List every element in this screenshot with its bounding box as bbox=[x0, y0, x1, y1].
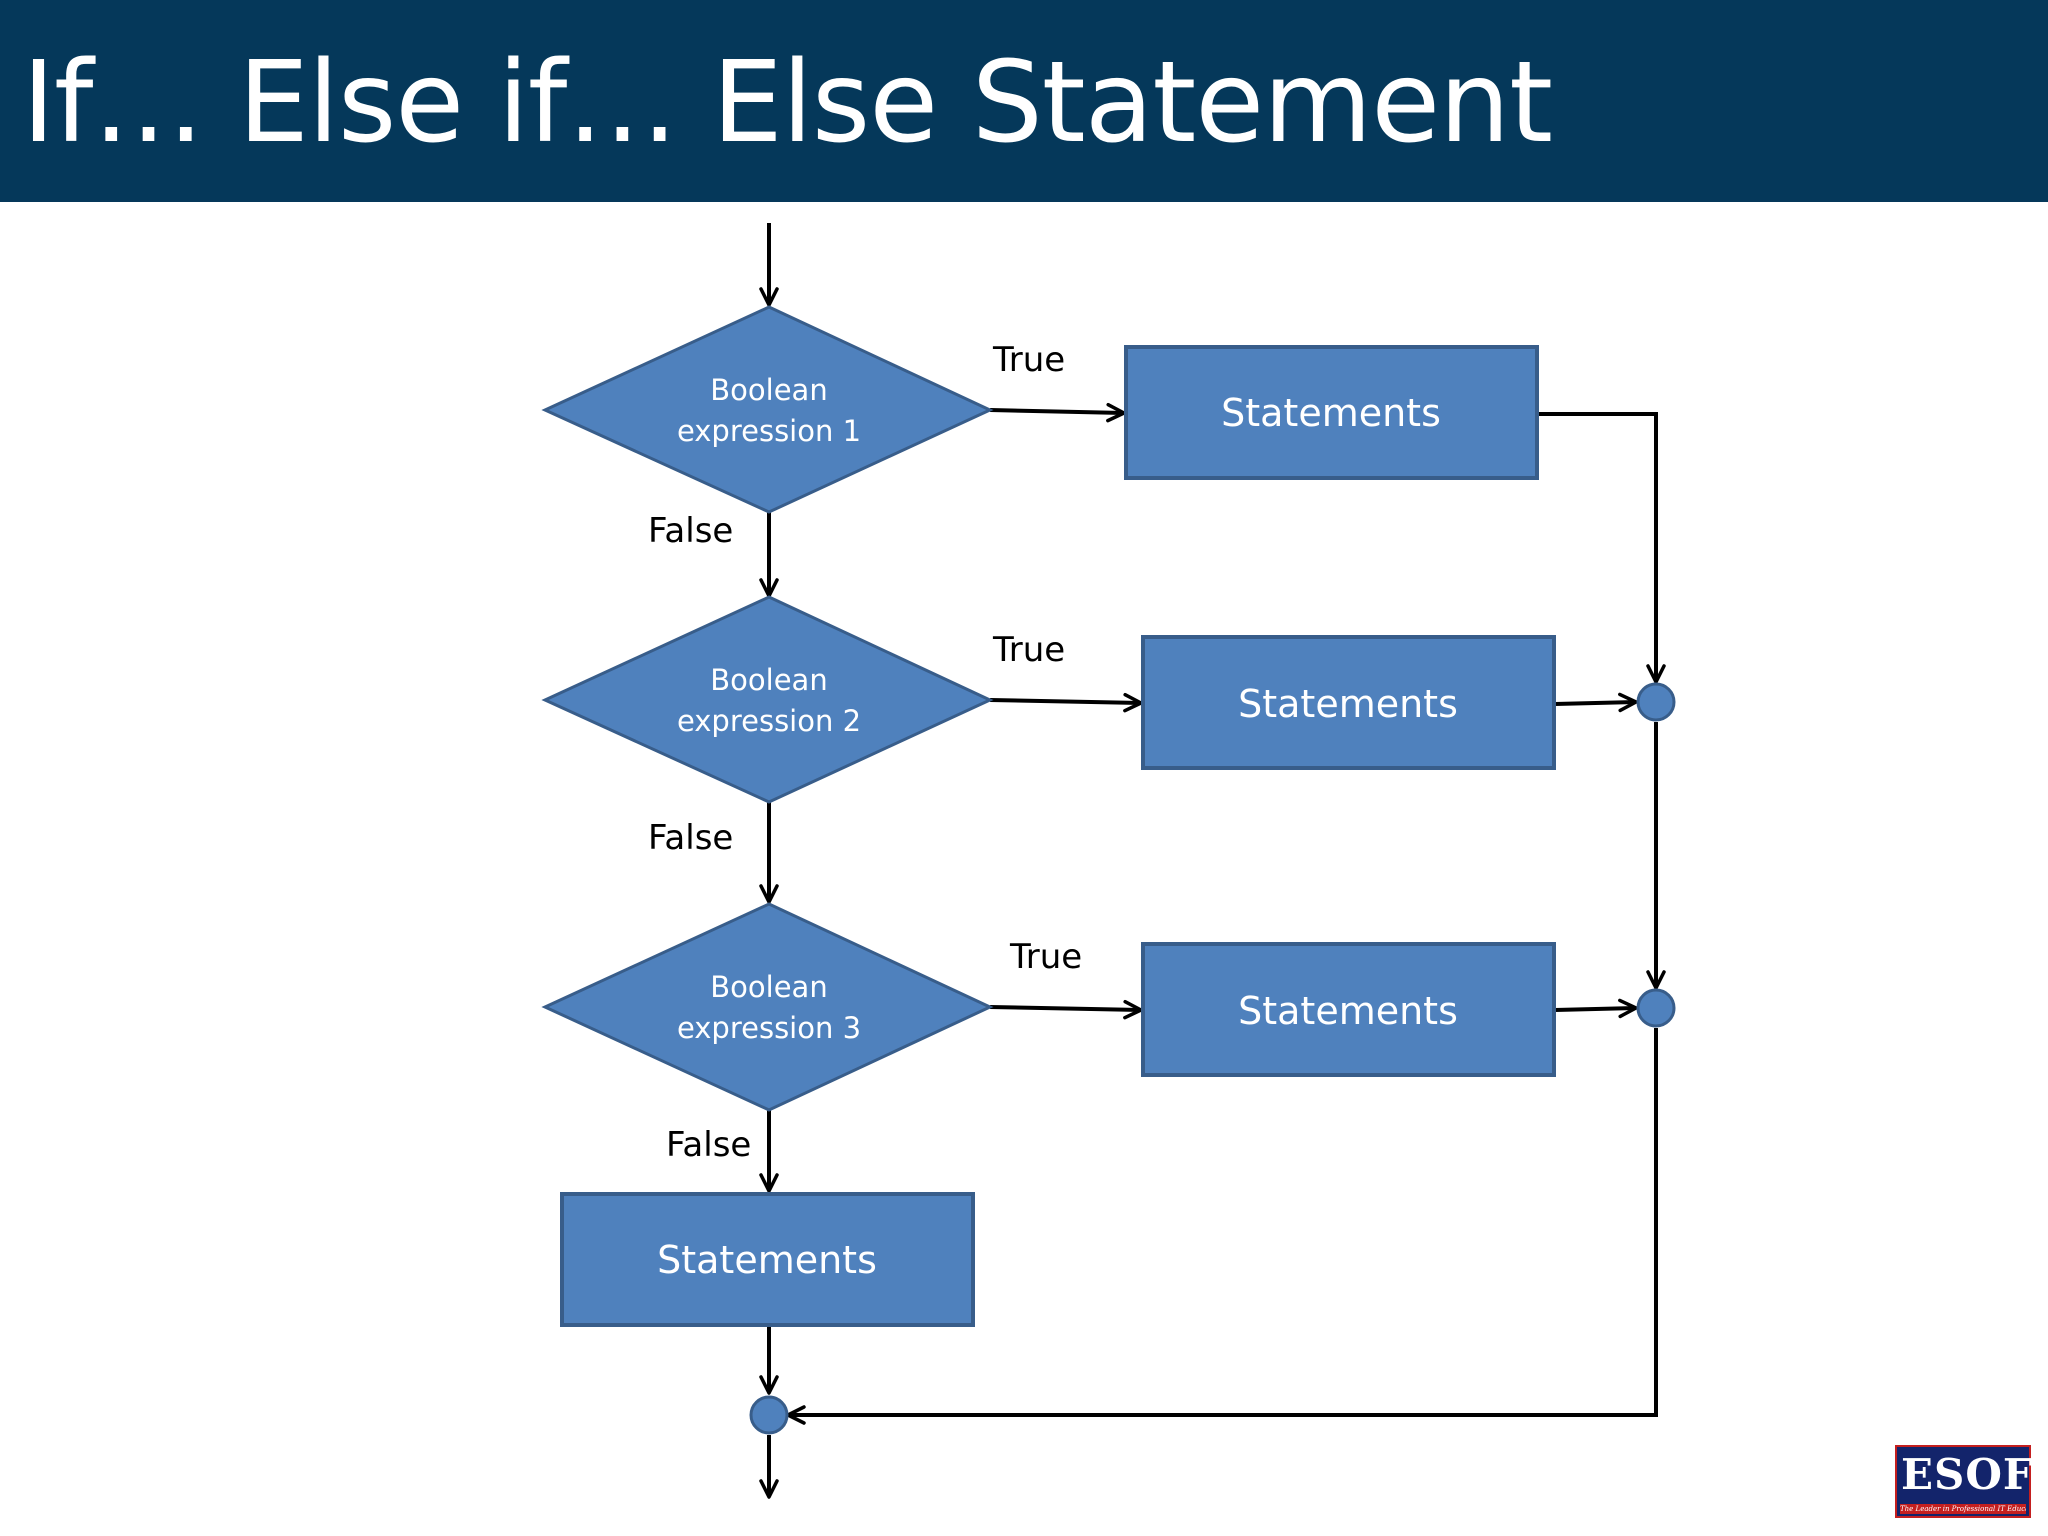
true-arrow-2 bbox=[989, 692, 1143, 713]
merge-path-1 bbox=[1538, 412, 1666, 684]
true-label-2: True bbox=[992, 630, 1065, 670]
decision-2-line1: Boolean bbox=[710, 663, 827, 697]
statements-3-label: Statements bbox=[1238, 989, 1458, 1033]
statements-box-1: Statements bbox=[1124, 345, 1539, 480]
decision-3-line1: Boolean bbox=[710, 970, 827, 1004]
false-label-2: False bbox=[648, 818, 733, 858]
decision-1: Boolean expression 1 bbox=[541, 305, 994, 514]
decision-diamond-1 bbox=[541, 305, 994, 514]
statements-box-3: Statements bbox=[1141, 942, 1556, 1077]
statements-2-label: Statements bbox=[1238, 682, 1458, 726]
merge-point-1 bbox=[1636, 682, 1676, 722]
merge-arrow-3 bbox=[1554, 998, 1638, 1019]
false-label-3: False bbox=[666, 1125, 751, 1165]
true-label-3: True bbox=[1009, 937, 1082, 977]
page-title: If… Else if… Else Statement bbox=[22, 38, 1553, 168]
statements-else-label: Statements bbox=[657, 1238, 877, 1282]
false-label-1: False bbox=[648, 511, 733, 551]
decision-2: Boolean expression 2 bbox=[541, 595, 994, 804]
decision-3-line2: expression 3 bbox=[677, 1011, 861, 1045]
decision-3: Boolean expression 3 bbox=[541, 902, 994, 1112]
true-arrow-3 bbox=[989, 999, 1143, 1020]
merge-point-final bbox=[749, 1395, 789, 1435]
merge-arrow-2 bbox=[1554, 692, 1638, 713]
decision-2-line2: expression 2 bbox=[677, 704, 861, 738]
decision-diamond-3 bbox=[541, 902, 994, 1112]
decision-1-line1: Boolean bbox=[710, 373, 827, 407]
decision-diamond-2 bbox=[541, 595, 994, 804]
statements-box-else: Statements bbox=[560, 1192, 975, 1327]
title-bar: If… Else if… Else Statement bbox=[0, 0, 2048, 202]
statements-box-2: Statements bbox=[1141, 635, 1556, 770]
statements-1-label: Statements bbox=[1221, 391, 1441, 435]
connectors bbox=[759, 223, 1666, 1499]
logo-tagline: The Leader in Professional IT Education bbox=[1900, 1504, 2026, 1514]
true-arrow-1 bbox=[989, 402, 1126, 423]
merge-point-2 bbox=[1636, 988, 1676, 1028]
merge-return-path bbox=[786, 1028, 1658, 1425]
true-label-1: True bbox=[992, 340, 1065, 380]
decision-1-line2: expression 1 bbox=[677, 414, 861, 448]
